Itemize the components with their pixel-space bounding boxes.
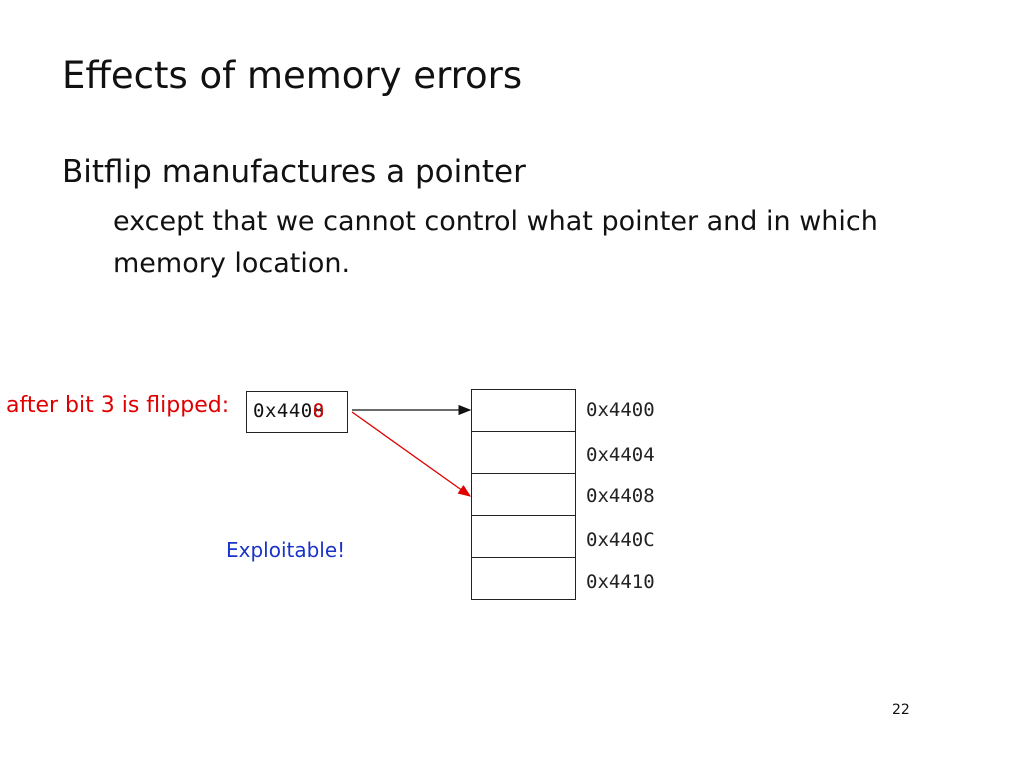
exploitable-label: Exploitable! [226, 538, 346, 562]
address-label: 0x4404 [586, 444, 655, 466]
pointer-old-digit: 0 [312, 400, 325, 422]
address-label: 0x440C [586, 529, 655, 551]
memory-cell [471, 515, 576, 558]
main-bullet: Bitflip manufactures a pointer [62, 154, 526, 190]
memory-cell [471, 431, 576, 474]
memory-cell [471, 389, 576, 432]
memory-cell [471, 557, 576, 600]
pointer-prefix: 0x440 [253, 400, 313, 422]
page-number: 22 [892, 702, 910, 718]
sub-bullet: except that we cannot control what point… [113, 206, 878, 279]
bitflip-label: after bit 3 is flipped: [6, 393, 230, 418]
memory-cell [471, 473, 576, 516]
address-label: 0x4408 [586, 485, 655, 507]
slide-title: Effects of memory errors [62, 54, 523, 97]
pointer-new-digit: 8 [312, 400, 325, 422]
address-label: 0x4410 [586, 571, 655, 593]
memory-column [471, 389, 576, 600]
address-label: 0x4400 [586, 399, 655, 421]
flipped-pointer-arrow [351, 411, 472, 497]
